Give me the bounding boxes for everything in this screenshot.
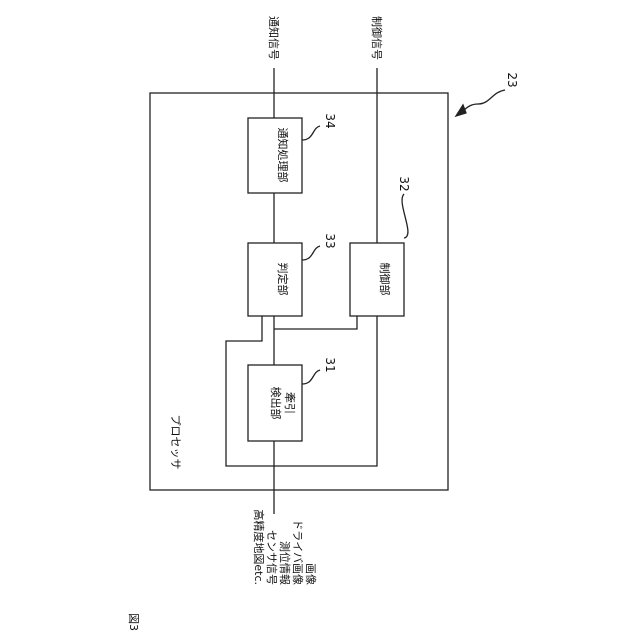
notification-block	[248, 118, 302, 193]
input-labels: 画像 ドライバ画像 測位情報 センサ信号 高精度地図etc.	[252, 509, 317, 585]
ref-32-text: 32	[397, 176, 411, 191]
detection-block-label-line2: 検出部	[269, 387, 283, 420]
input-label-sensor-signal: センサ信号	[265, 530, 278, 585]
control-block	[350, 243, 404, 316]
figure-label: 図3	[127, 613, 140, 631]
ref-33-text: 33	[323, 233, 337, 248]
input-label-driver-image: ドライバ画像	[291, 519, 304, 585]
ref-23-text: 23	[505, 72, 519, 87]
judgment-block-label: 判定部	[276, 263, 290, 296]
input-label-hd-map: 高精度地図etc.	[252, 509, 266, 585]
detection-block-label-line1: 牽引	[283, 392, 297, 414]
ref-34-text: 34	[323, 113, 337, 128]
notification-signal-label: 通知信号	[267, 16, 281, 60]
control-signal-label: 制御信号	[370, 16, 384, 60]
ref-31-text: 31	[323, 357, 337, 372]
notification-block-label: 通知処理部	[276, 128, 290, 183]
control-block-label: 制御部	[378, 263, 392, 296]
input-label-positioning-info: 測位情報	[278, 541, 292, 585]
input-label-image: 画像	[304, 563, 317, 585]
judgment-block	[248, 243, 302, 316]
processor-label: プロセッサ	[169, 415, 182, 470]
ref-23: 23	[456, 72, 519, 116]
